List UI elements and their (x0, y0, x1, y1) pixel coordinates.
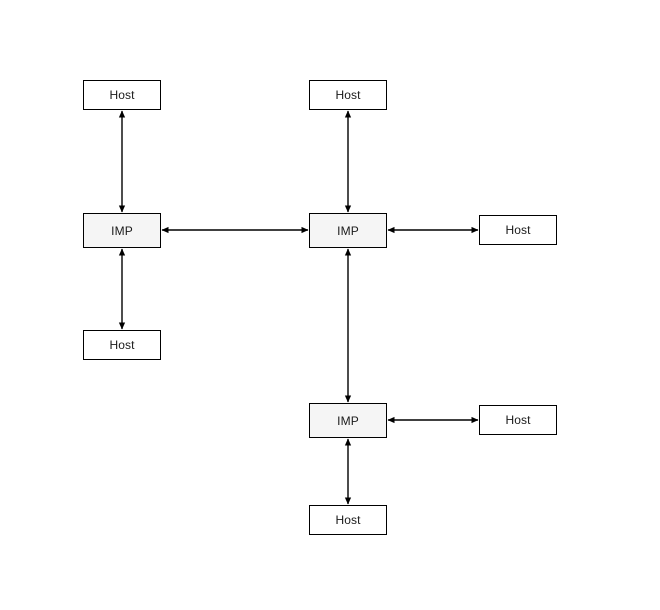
node-label: Host (109, 88, 135, 102)
node-label: IMP (337, 223, 359, 238)
node-imp-center[interactable]: IMP (309, 213, 387, 248)
node-host-top-left[interactable]: Host (83, 80, 161, 110)
node-label: IMP (111, 223, 133, 238)
node-label: Host (335, 88, 361, 102)
node-imp-bottom[interactable]: IMP (309, 403, 387, 438)
node-host-right-upper[interactable]: Host (479, 215, 557, 245)
node-imp-left[interactable]: IMP (83, 213, 161, 248)
node-host-right-lower[interactable]: Host (479, 405, 557, 435)
node-label: Host (109, 338, 135, 352)
node-label: Host (335, 513, 361, 527)
node-label: Host (505, 223, 531, 237)
node-label: Host (505, 413, 531, 427)
node-host-bottom-center[interactable]: Host (309, 505, 387, 535)
node-host-top-center[interactable]: Host (309, 80, 387, 110)
node-label: IMP (337, 413, 359, 428)
node-host-bottom-left[interactable]: Host (83, 330, 161, 360)
